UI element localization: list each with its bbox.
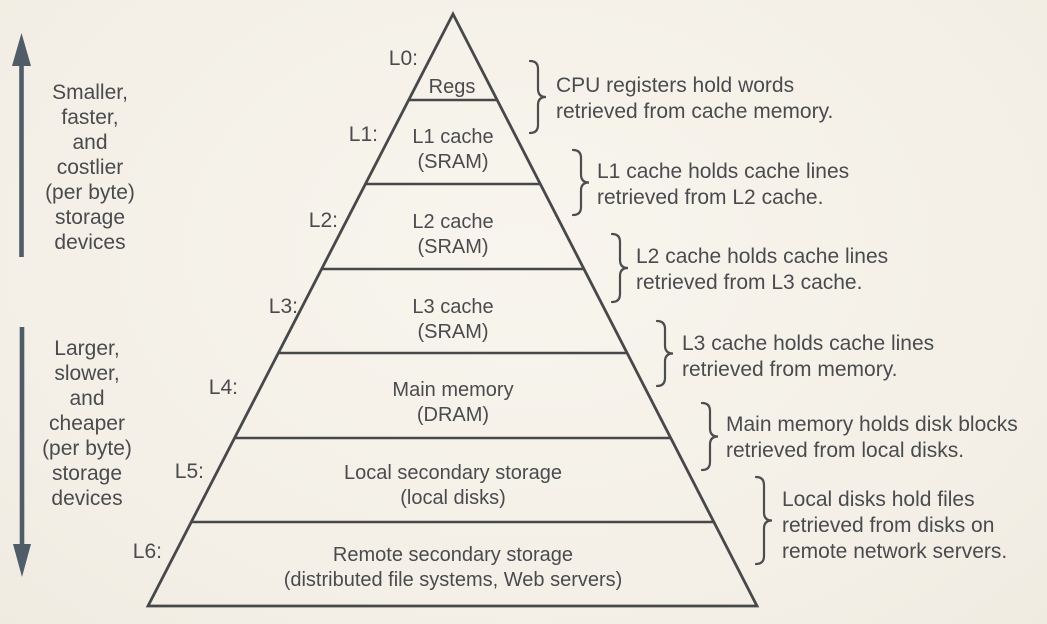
level-label-l4: L4: [208,376,238,399]
annotation-l2-cache: L2 cache holds cache lines retrieved fro… [636,245,889,294]
brace-l4 [700,401,719,472]
annotation-local-disks: Local disks hold files retrieved from di… [782,488,1008,563]
brace-l2 [610,232,629,304]
level-label-l3: L3: [268,295,298,318]
level-text-l3-cache: L3 cache (SRAM) [412,296,494,343]
brace-l3 [655,319,674,388]
level-label-l5: L5: [174,460,204,483]
level-text-l1-cache: L1 cache (SRAM) [412,126,494,173]
level-text-local-storage: Local secondary storage (local disks) [344,462,562,509]
level-text-main-memory: Main memory (DRAM) [392,379,514,426]
annotation-l1-cache: L1 cache holds cache lines retrieved fro… [597,160,850,209]
level-text-regs: Regs [428,76,476,98]
annotation-l3-cache: L3 cache holds cache lines retrieved fro… [682,332,935,381]
pyramid-outline [145,10,760,608]
level-label-l2: L2: [308,209,338,232]
caption-larger-slower: Larger, slower, and cheaper (per byte) s… [42,337,132,510]
down-arrow-icon [13,327,31,577]
level-label-l1: L1: [348,123,378,146]
level-label-l6: L6: [132,540,162,563]
level-label-l0: L0: [388,47,418,70]
brace-l1 [571,148,590,217]
up-arrow-icon [12,33,31,257]
level-text-l2-cache: L2 cache (SRAM) [412,211,494,258]
caption-smaller-faster: Smaller, faster, and costlier (per byte)… [45,81,135,254]
brace-l0 [528,59,547,135]
level-text-remote-storage: Remote secondary storage (distributed fi… [283,544,623,591]
brace-l5 [754,475,773,566]
annotation-main-memory: Main memory holds disk blocks retrieved … [726,413,1018,462]
annotation-registers: CPU registers hold words retrieved from … [556,74,834,123]
